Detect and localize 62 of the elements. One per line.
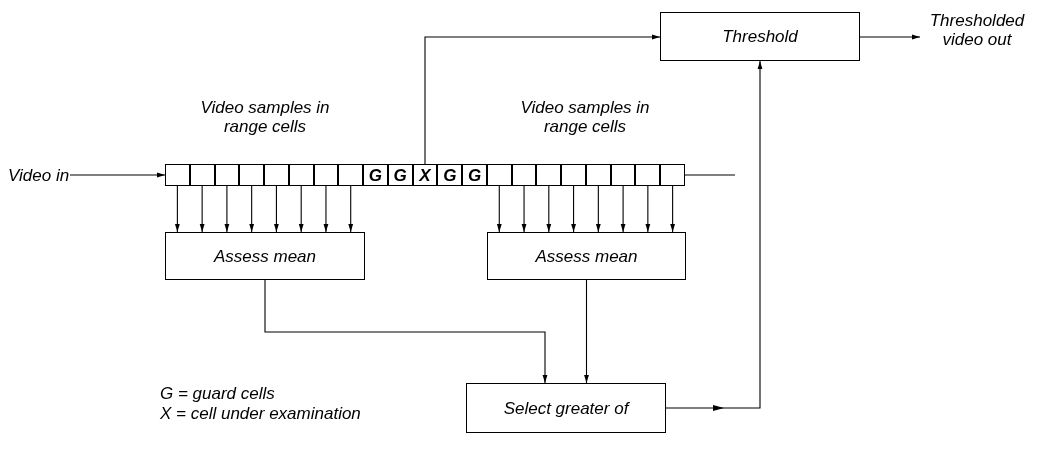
arrow (69, 172, 166, 178)
range-cell (462, 164, 487, 186)
arrow (175, 185, 180, 233)
arrow (620, 185, 626, 233)
range-cell (585, 164, 611, 186)
process-box (660, 12, 860, 61)
arrow (521, 185, 527, 233)
box-label: Threshold (722, 27, 798, 46)
arrow (224, 185, 230, 233)
range-cell (214, 164, 240, 186)
arrow (859, 34, 921, 40)
range-cell (660, 164, 685, 186)
range-cell (437, 164, 463, 186)
arrow (424, 34, 661, 165)
arrow (323, 185, 329, 233)
range-cell (511, 164, 537, 186)
range-cell (536, 164, 562, 186)
range-cell (239, 164, 265, 186)
arrow (670, 185, 675, 233)
arrow (274, 185, 279, 233)
io-label: Video in (8, 164, 88, 186)
box-label: Select greater of (503, 398, 629, 418)
range-cell (387, 164, 413, 186)
key-note: X = cell under examination (160, 404, 362, 423)
arrow (199, 185, 205, 233)
output-line (684, 174, 736, 176)
arrow (595, 185, 601, 233)
range-cell (635, 164, 661, 186)
range-cell (610, 164, 636, 186)
caption-text: Video samples in range cells (199, 98, 331, 136)
arrow (546, 185, 552, 233)
process-box (487, 232, 686, 280)
box-label: Assess mean (535, 246, 638, 266)
arrow (496, 185, 502, 233)
range-cell (313, 164, 339, 186)
arrow (348, 185, 354, 233)
range-cell (363, 164, 388, 186)
cell-letter: G (393, 165, 407, 185)
arrow (298, 185, 304, 233)
range-cell (189, 164, 215, 186)
cell-letter: G (443, 165, 457, 185)
key-note: G = guard cells (160, 384, 276, 403)
arrow (264, 279, 548, 384)
range-cell (338, 164, 364, 186)
range-cell (264, 164, 289, 186)
range-cell (412, 164, 438, 186)
cell-letter: X (419, 165, 431, 185)
arrow (249, 185, 255, 233)
cell-letter: G (368, 165, 383, 185)
io-label: Thresholded video out (912, 6, 1042, 54)
arrow (571, 185, 576, 233)
range-cell (561, 164, 586, 186)
cell-letter: G (467, 165, 482, 185)
range-cell (165, 164, 190, 186)
process-box (466, 383, 666, 433)
range-cell (288, 164, 314, 186)
arrow (645, 185, 651, 233)
arrow (584, 279, 589, 384)
box-label: Assess mean (213, 246, 316, 266)
process-box (165, 232, 365, 280)
caption-text: Video samples in range cells (519, 98, 651, 136)
range-cell (486, 164, 512, 186)
